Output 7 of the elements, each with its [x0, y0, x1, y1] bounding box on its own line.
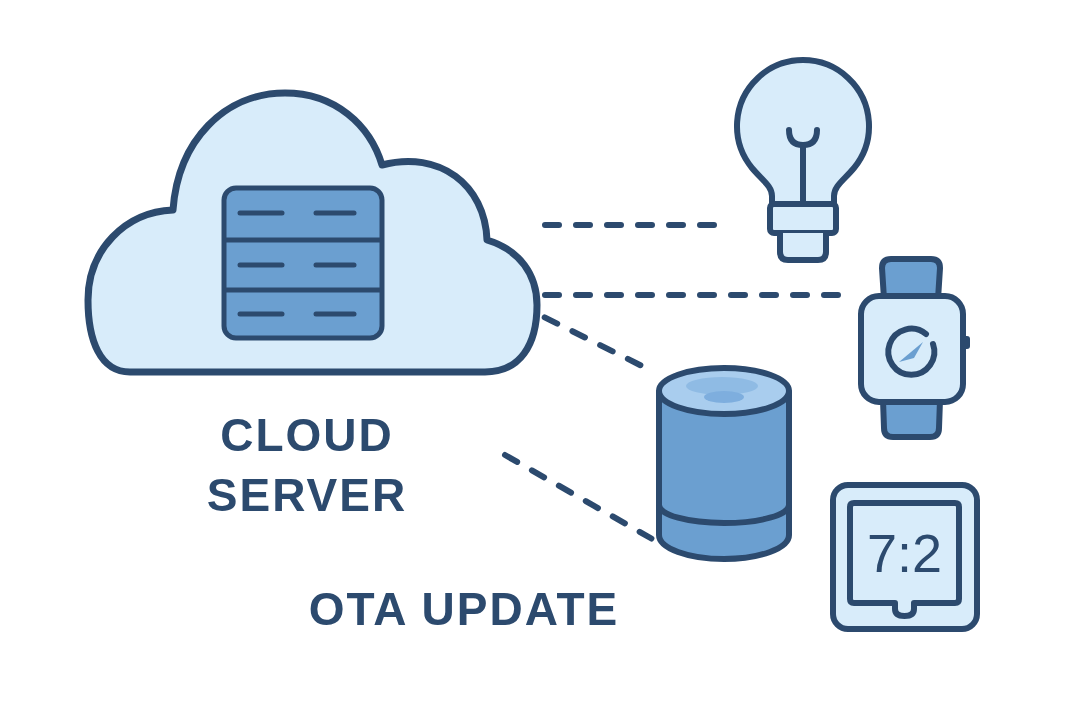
caption-label: OTA UPDATE: [307, 582, 621, 637]
dashed-connector: [502, 452, 655, 542]
node-caption: CLOUD SERVER: [205, 408, 409, 523]
thermostat-frame: [830, 482, 980, 632]
lightbulb-icon: [734, 58, 874, 266]
smart-speaker-icon: [654, 364, 794, 564]
display-reading: 7:2: [866, 526, 943, 580]
